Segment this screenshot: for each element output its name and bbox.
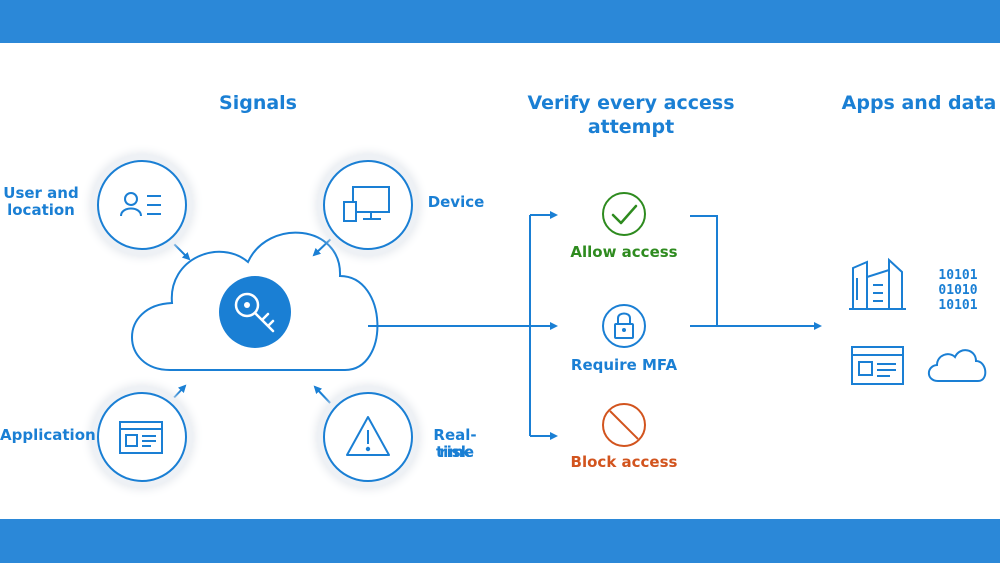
binary-data-icon: 10101 01010 10101 [938,268,977,313]
label-user-line2: location [7,201,75,219]
prohibited-icon [602,403,646,447]
header-apps: Apps and data [841,92,997,114]
label-application: Application [0,426,96,444]
app-window-icon [851,346,904,385]
bottom-banner [0,519,1000,563]
svg-text:10101: 10101 [938,268,977,283]
warning-icon [323,392,413,482]
label-user-line1: User and [3,184,79,202]
header-signals: Signals [219,92,297,114]
header-verify-line2: attempt [587,116,675,138]
label-device: Device [427,193,485,211]
label-require-mfa: Require MFA [570,356,678,374]
label-allow-access: Allow access [570,243,678,261]
padlock-icon [602,304,646,348]
arrow-user [167,237,191,261]
application-icon [97,392,187,482]
building-icon [849,257,906,310]
svg-text:10101: 10101 [938,298,977,313]
device-icon [323,160,413,250]
arrow-device [312,234,336,257]
top-banner [0,0,1000,43]
label-risk-line1: Real-time [433,426,477,461]
label-block-access: Block access [570,453,678,471]
label-risk-line2: risk [439,443,471,461]
user-location-icon [97,160,187,250]
connector-allow-to-apps [690,215,718,326]
checkmark-icon [602,192,646,236]
cloud-small-icon [927,349,987,382]
svg-text:01010: 01010 [938,283,977,298]
key-icon [219,276,291,348]
header-verify-line1: Verify every access [527,92,735,114]
arrow-application [167,384,187,405]
arrow-risk [313,385,334,407]
